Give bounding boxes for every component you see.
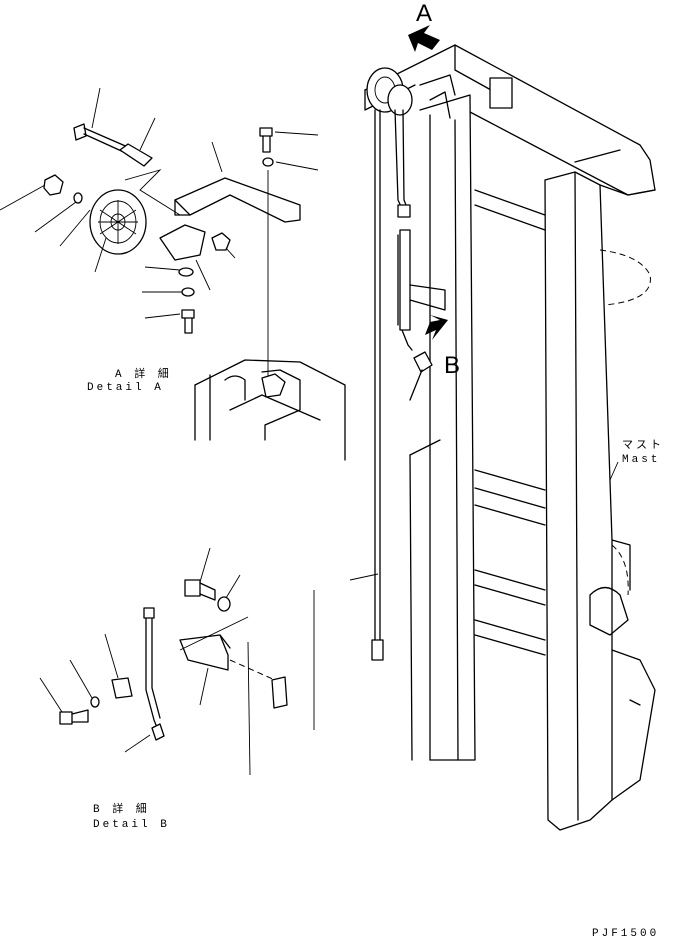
- detail-a-subheading: Detail A: [87, 382, 164, 394]
- detail-b-exploded-view: [39, 547, 315, 776]
- detail-b-heading: B 詳 細: [93, 804, 150, 816]
- detail-b-subheading: Detail B: [93, 819, 170, 831]
- mast-callout-ja: マスト: [622, 440, 664, 452]
- detail-a-exploded-view: [0, 87, 346, 461]
- drawing-code: PJF1500: [592, 928, 660, 940]
- mast-assembly: [349, 25, 656, 831]
- view-arrow-b-label: B: [444, 352, 461, 379]
- mast-callout-en: Mast: [622, 454, 661, 466]
- detail-a-heading: A 詳 細: [115, 369, 172, 381]
- view-arrow-a-label: A: [416, 0, 433, 27]
